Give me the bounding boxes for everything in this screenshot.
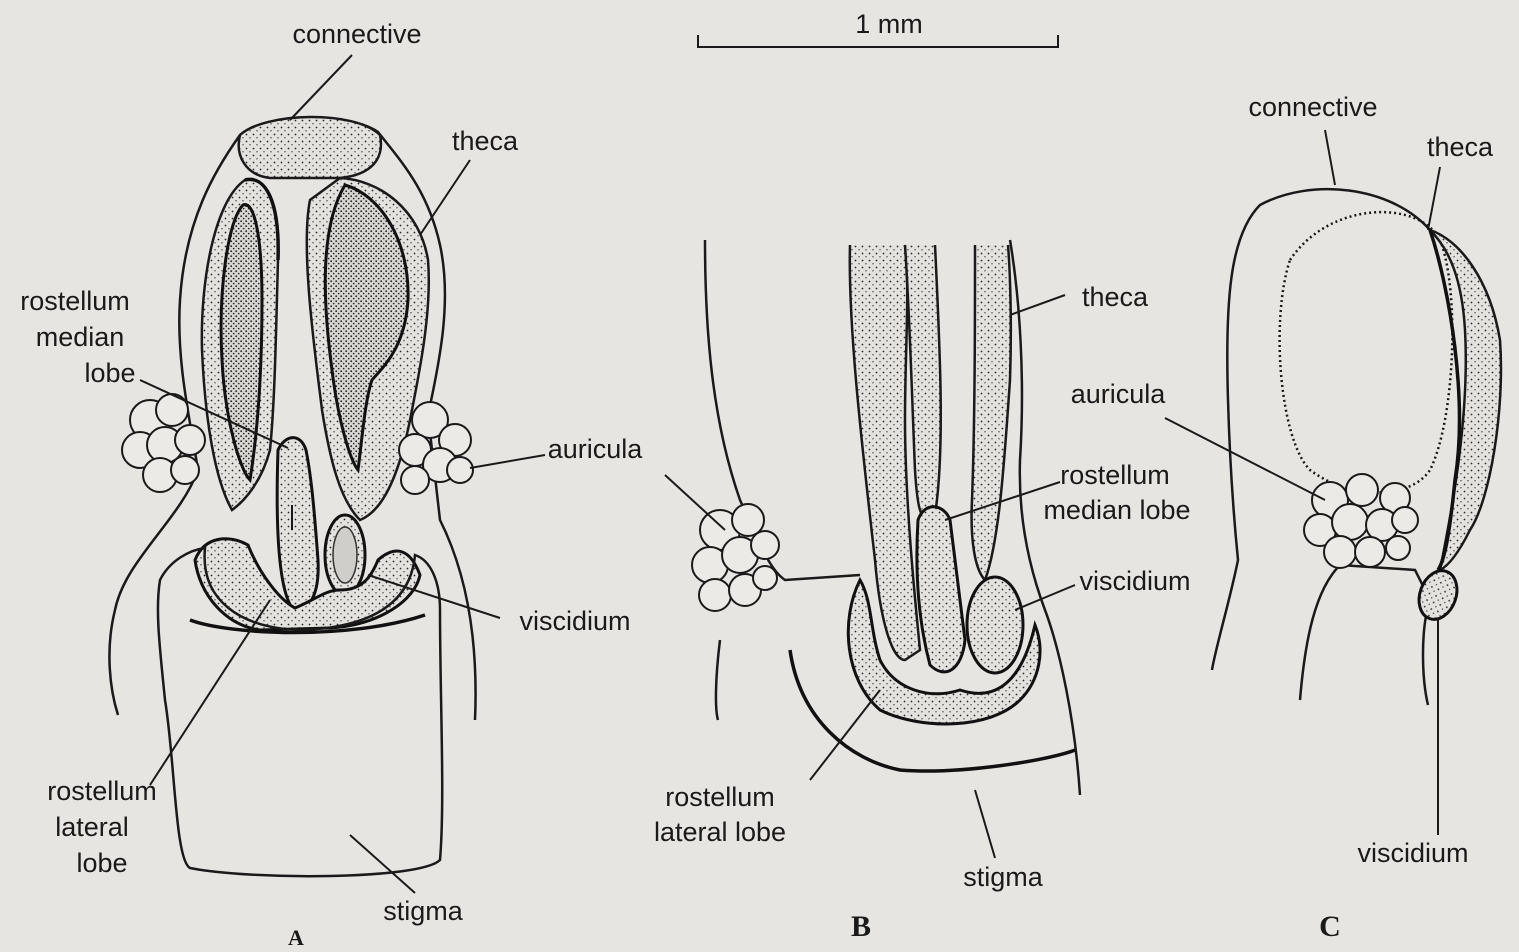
panel-b-letter: B <box>851 910 871 943</box>
panel-c-theca-edge <box>1430 230 1501 570</box>
panel-b: theca auricula rostellum median lobe vis… <box>654 240 1191 943</box>
panel-b-label-rostellum-lateral-2: lateral lobe <box>654 817 786 847</box>
panel-a-label-auricula: auricula <box>548 434 644 464</box>
panel-c-column-body <box>1212 189 1430 705</box>
panel-a-letter: A <box>288 925 304 950</box>
panel-a-label-theca: theca <box>452 126 519 156</box>
panel-c-label-theca: theca <box>1427 132 1494 162</box>
panel-a-rostellum-median-lobe <box>277 438 318 610</box>
panel-c-label-viscidium: viscidium <box>1357 838 1468 868</box>
panel-b-label-auricula: auricula <box>1071 379 1167 409</box>
panel-a-auricula-left <box>122 394 205 492</box>
panel-c: connective theca viscidium C <box>1165 92 1501 943</box>
panel-a-label-rostellum-median-1: rostellum <box>20 286 130 316</box>
panel-b-rostellum-median-lobe <box>917 507 965 672</box>
panel-c-viscidium-shape <box>1413 565 1464 624</box>
panel-b-label-theca: theca <box>1082 282 1149 312</box>
panel-b-label-rostellum-median-2: median lobe <box>1043 495 1190 525</box>
panel-c-auricula <box>1304 474 1418 568</box>
panel-a: connective theca rostellum median lobe a… <box>20 19 643 950</box>
panel-c-theca-outline <box>1280 212 1453 492</box>
panel-a-label-rostellum-median-3: lobe <box>84 358 135 388</box>
panel-a-label-connective: connective <box>292 19 421 49</box>
panel-a-label-rostellum-lateral-3: lobe <box>76 848 127 878</box>
panel-b-theca-right <box>972 245 1011 580</box>
panel-b-label-rostellum-median-1: rostellum <box>1060 460 1170 490</box>
panel-a-label-rostellum-lateral-1: rostellum <box>47 776 157 806</box>
panel-c-letter: C <box>1319 910 1341 943</box>
panel-a-label-rostellum-lateral-2: lateral <box>55 812 129 842</box>
panel-c-label-connective: connective <box>1248 92 1377 122</box>
scale-bar-label: 1 mm <box>855 9 923 39</box>
panel-b-label-stigma: stigma <box>963 862 1044 892</box>
scale-bar: 1 mm <box>698 9 1058 47</box>
panel-b-label-rostellum-lateral-1: rostellum <box>665 782 775 812</box>
panel-b-theca-middle <box>905 245 941 517</box>
panel-a-connective-shape <box>239 117 381 178</box>
panel-b-auricula <box>692 504 779 611</box>
panel-a-label-rostellum-median-2: median <box>36 322 125 352</box>
panel-a-label-viscidium: viscidium <box>519 606 630 636</box>
panel-b-viscidium-shape <box>967 577 1023 673</box>
panel-b-label-viscidium: viscidium <box>1079 566 1190 596</box>
panel-a-label-stigma: stigma <box>383 896 464 926</box>
